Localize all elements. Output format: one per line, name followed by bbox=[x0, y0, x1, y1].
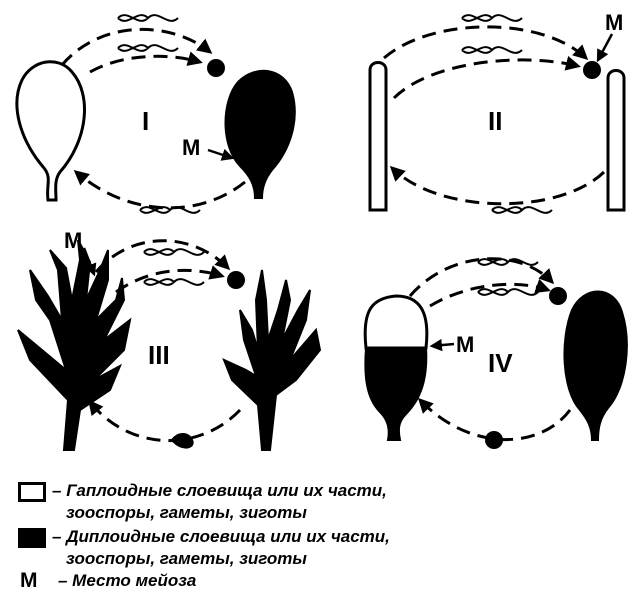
meiosis-arrow-ii bbox=[598, 34, 612, 60]
zygote-dot-iv bbox=[549, 287, 567, 305]
haploid-swatch bbox=[18, 482, 46, 502]
zoospore-i bbox=[140, 207, 200, 213]
legend-diploid-line1: Диплоидные слоевища или их части, bbox=[66, 527, 390, 546]
haploid-thallus-ii-left bbox=[370, 63, 386, 211]
panel-iii: M III bbox=[18, 228, 320, 450]
diploid-thallus-iv-right bbox=[564, 291, 626, 440]
gamete-iii-1 bbox=[144, 249, 204, 255]
legend-diploid-dash: – bbox=[52, 527, 66, 546]
arrow-zoospore-return-i bbox=[76, 172, 245, 208]
zoospore-ii bbox=[492, 207, 552, 213]
legend-meiosis: М – Место мейоза bbox=[20, 570, 196, 593]
diploid-thallus-iii-right bbox=[224, 270, 320, 450]
legend-haploid: – Гаплоидные слоевища или их части, зоос… bbox=[18, 480, 387, 524]
meiosis-arrow-iv bbox=[432, 344, 454, 346]
legend-haploid-line2: зооспоры, гаметы, зиготы bbox=[52, 502, 387, 524]
diploid-part-iv bbox=[365, 348, 426, 440]
panel-iv: M IV bbox=[365, 259, 627, 449]
legend-haploid-text: – Гаплоидные слоевища или их части, зоос… bbox=[52, 480, 387, 524]
meiosis-label-iii: M bbox=[64, 228, 82, 253]
haploid-thallus-ii-right bbox=[608, 71, 624, 211]
gamete-ii-1 bbox=[462, 15, 522, 21]
diploid-swatch bbox=[18, 528, 46, 548]
zygote-dot-iii bbox=[227, 271, 245, 289]
arrow-gamete-lower-i bbox=[90, 56, 200, 72]
arrow-return-ii bbox=[392, 168, 604, 204]
haploid-thallus-i bbox=[17, 62, 85, 200]
legend-diploid: – Диплоидные слоевища или их части, зоос… bbox=[18, 526, 390, 570]
meiosis-label-i: M bbox=[182, 135, 200, 160]
zygote-dot-i bbox=[207, 59, 225, 77]
diploid-thallus-i bbox=[226, 71, 295, 198]
arrow-gamete-lower-ii bbox=[394, 60, 578, 98]
panel-label-ii: II bbox=[488, 106, 502, 136]
legend-diploid-line2: зооспоры, гаметы, зиготы bbox=[52, 548, 390, 570]
zygote-dot-ii bbox=[583, 61, 601, 79]
gamete-i-2 bbox=[118, 45, 178, 51]
arrow-return-iii bbox=[90, 402, 240, 441]
panel-ii: M II bbox=[370, 10, 624, 213]
legend-haploid-dash: – bbox=[52, 481, 66, 500]
legend: – Гаплоидные слоевища или их части, зоос… bbox=[0, 470, 631, 593]
panel-label-i: I bbox=[142, 106, 149, 136]
meiosis-label-iv: M bbox=[456, 332, 474, 357]
gamete-ii-2 bbox=[462, 47, 522, 53]
haploid-thallus-iii-left bbox=[18, 240, 130, 450]
panel-label-iii: III bbox=[148, 340, 170, 370]
panel-label-iv: IV bbox=[488, 348, 513, 378]
legend-meiosis-text: – Место мейоза bbox=[58, 570, 196, 592]
haploid-part-iv bbox=[365, 296, 427, 348]
meiosis-key-symbol: М bbox=[20, 569, 58, 593]
arrow-gamete-lower-iii bbox=[116, 270, 222, 292]
legend-diploid-text: – Диплоидные слоевища или их части, зоос… bbox=[52, 526, 390, 570]
gamete-iii-2 bbox=[144, 279, 204, 285]
zoospore-iii bbox=[172, 434, 193, 448]
arrow-gamete-upper-iii bbox=[96, 241, 228, 272]
legend-haploid-line1: Гаплоидные слоевища или их части, bbox=[66, 481, 387, 500]
meiosis-label-ii: M bbox=[605, 10, 623, 35]
panel-i: M I bbox=[17, 15, 295, 213]
gamete-iv-1 bbox=[478, 259, 538, 265]
meiosis-arrow-i bbox=[208, 150, 232, 158]
gamete-iv-2 bbox=[478, 289, 538, 295]
gamete-i-1 bbox=[118, 15, 178, 21]
